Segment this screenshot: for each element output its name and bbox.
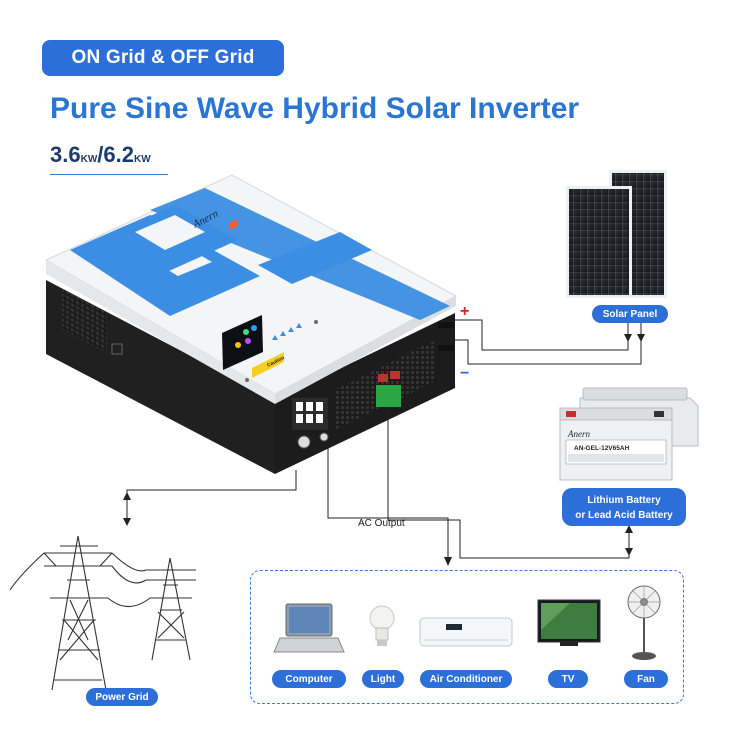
pv-positive-mark: +: [460, 303, 469, 320]
power-rating-b: 6.2: [103, 142, 134, 167]
appliance-label-fan: Fan: [624, 670, 668, 688]
battery-brand: Anern: [567, 429, 590, 439]
inverter-unit: Caution Anern: [44, 174, 458, 474]
batteries: Anern AN-GEL-12V65AH: [559, 387, 699, 481]
power-unit-b: KW: [133, 154, 151, 165]
power-rating-a: 3.6: [50, 142, 81, 167]
power-separator: /: [97, 142, 104, 167]
laptop-icon: [273, 603, 345, 653]
battery-model: AN-GEL-12V65AH: [574, 445, 630, 452]
ac-output-label: AC Output: [358, 518, 405, 529]
appliance-label-air-conditioner: Air Conditioner: [420, 670, 512, 688]
appliance-label-computer: Computer: [272, 670, 346, 688]
power-grid-label: Power Grid: [86, 688, 158, 706]
battery-label-line1: Lithium Battery: [587, 495, 661, 506]
connection-wires: [123, 319, 645, 566]
fan-icon: [627, 585, 661, 660]
battery-label: Lithium Battery or Lead Acid Battery: [562, 488, 686, 526]
battery-label-line2: or Lead Acid Battery: [575, 510, 673, 521]
power-underline: [50, 174, 168, 175]
appliance-label-light: Light: [362, 670, 404, 688]
grid-mode-badge: ON Grid & OFF Grid: [42, 40, 284, 76]
tv-icon: [537, 599, 601, 646]
appliance-label-tv: TV: [548, 670, 588, 688]
power-unit-a: KW: [80, 154, 98, 165]
page-title: Pure Sine Wave Hybrid Solar Inverter: [50, 92, 580, 125]
power-grid-towers: [9, 535, 196, 691]
solar-panels: [566, 170, 667, 298]
light-bulb-icon: [369, 605, 395, 646]
power-rating: 3.6KW/6.2KW: [50, 142, 151, 168]
pv-negative-mark: −: [460, 365, 469, 382]
solar-panel-label: Solar Panel: [592, 305, 668, 323]
appliances-box: [250, 570, 684, 704]
air-conditioner-icon: [419, 617, 513, 647]
